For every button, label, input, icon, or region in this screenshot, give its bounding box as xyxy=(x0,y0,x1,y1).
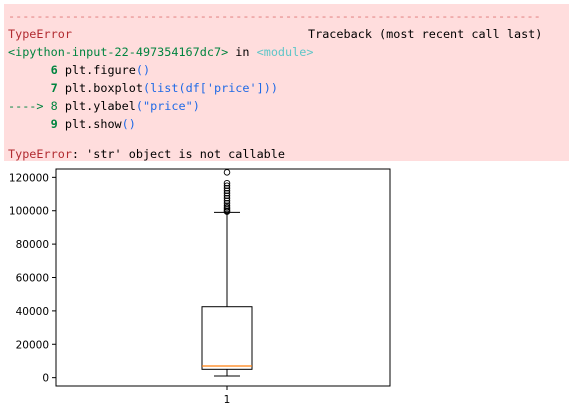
code-segment: boxplot xyxy=(93,81,143,95)
y-tick-label: 100000 xyxy=(9,206,49,218)
line-number: 6 xyxy=(50,63,58,77)
input-reference: <ipython-input-22-497354167dc7> xyxy=(8,45,229,59)
outlier-point xyxy=(223,187,231,194)
outlier-point xyxy=(223,197,231,204)
error-type: TypeError xyxy=(8,27,72,41)
line-number: 9 xyxy=(50,117,58,131)
line-prefix-arrow: ----> xyxy=(8,99,51,113)
code-segment: () xyxy=(121,117,136,131)
y-tick-label: 120000 xyxy=(9,172,49,184)
error-message-line: TypeError: 'str' object is not callable xyxy=(8,146,285,162)
in-word: in xyxy=(228,45,257,59)
outlier-point xyxy=(223,192,231,199)
y-tick-label: 20000 xyxy=(16,339,49,351)
line-number: 8 xyxy=(50,99,58,113)
y-tick-label: 60000 xyxy=(16,273,49,285)
y-tick-label: 0 xyxy=(42,373,49,385)
code-line: 9 plt.show() xyxy=(8,116,136,132)
outlier-point xyxy=(223,182,231,189)
outlier-point xyxy=(223,204,231,211)
code-line: 6 plt.figure() xyxy=(8,62,150,78)
outlier-point xyxy=(223,169,231,176)
code-line: 7 plt.boxplot(list(df['price'])) xyxy=(8,80,278,96)
outlier-point xyxy=(223,179,231,187)
code-segment: figure xyxy=(93,63,136,77)
code-segment: ylabel xyxy=(93,99,136,113)
traceback-location-line: <ipython-input-22-497354167dc7> in <modu… xyxy=(8,44,313,60)
line-prefix xyxy=(8,117,51,131)
code-segment: ( xyxy=(135,99,143,113)
outlier-point xyxy=(223,199,231,207)
code-segment: 'price' xyxy=(206,81,257,95)
boxplot-chart: 0 20000 40000 60000 80000 100000 120000 1 xyxy=(9,168,391,406)
outlier-point xyxy=(223,194,231,202)
outlier-point xyxy=(223,189,231,197)
traceback-header: Traceback (most recent call last) xyxy=(308,27,543,41)
code-segment: "price" xyxy=(142,99,193,113)
error-message: : 'str' object is not callable xyxy=(71,147,285,161)
x-tick-label: 1 xyxy=(224,394,231,406)
code-segment: ])) xyxy=(256,81,278,95)
line-number: 7 xyxy=(50,81,58,95)
error-message-type: TypeError xyxy=(8,147,72,161)
code-segment: plt. xyxy=(57,63,94,77)
code-segment: plt. xyxy=(57,117,94,131)
code-segment: show xyxy=(93,117,122,131)
traceback-header-line: TypeError Traceback (most recent call las… xyxy=(8,26,542,42)
code-line-current: ----> 8 plt.ylabel("price") xyxy=(8,98,200,114)
y-tick-label: 40000 xyxy=(16,306,49,318)
code-segment: plt. xyxy=(57,99,94,113)
code-segment: () xyxy=(135,63,151,77)
code-segment: ) xyxy=(192,99,200,113)
code-segment: plt. xyxy=(57,81,94,95)
y-tick-label: 80000 xyxy=(16,239,49,251)
module-reference: <module> xyxy=(256,45,314,59)
outlier-point xyxy=(223,184,231,192)
traceback-rule: ----------------------------------------… xyxy=(8,9,541,23)
error-traceback-panel: ----------------------------------------… xyxy=(4,4,569,161)
outlier-point xyxy=(223,202,231,209)
axes-frame xyxy=(55,168,391,387)
line-prefix xyxy=(8,63,51,77)
iqr-box xyxy=(201,306,253,370)
line-prefix xyxy=(8,81,51,95)
outlier-point xyxy=(223,207,231,214)
code-segment: (list(df[ xyxy=(142,81,207,95)
